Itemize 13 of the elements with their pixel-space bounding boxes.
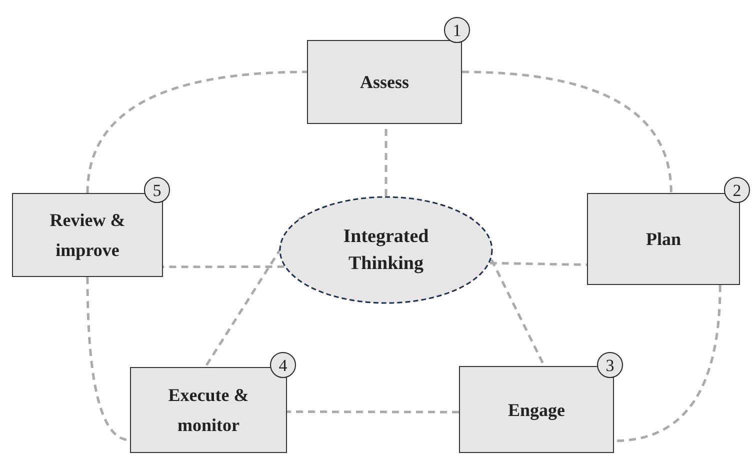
dashed-connector <box>86 70 308 194</box>
dashed-connector <box>490 262 588 266</box>
process-box <box>307 40 462 124</box>
node-label: Integrated Thinking <box>343 226 429 274</box>
node-label: Engage <box>508 398 565 422</box>
node-label: Execute & monitor <box>167 384 250 437</box>
node-label: Review & improve <box>48 209 126 262</box>
dashed-connector <box>287 410 459 414</box>
node-label: Assess <box>360 71 409 94</box>
dashed-connector <box>163 265 284 268</box>
dashed-connector <box>462 70 672 194</box>
ellipse-node <box>279 196 493 304</box>
node-label: Plan <box>646 228 681 251</box>
